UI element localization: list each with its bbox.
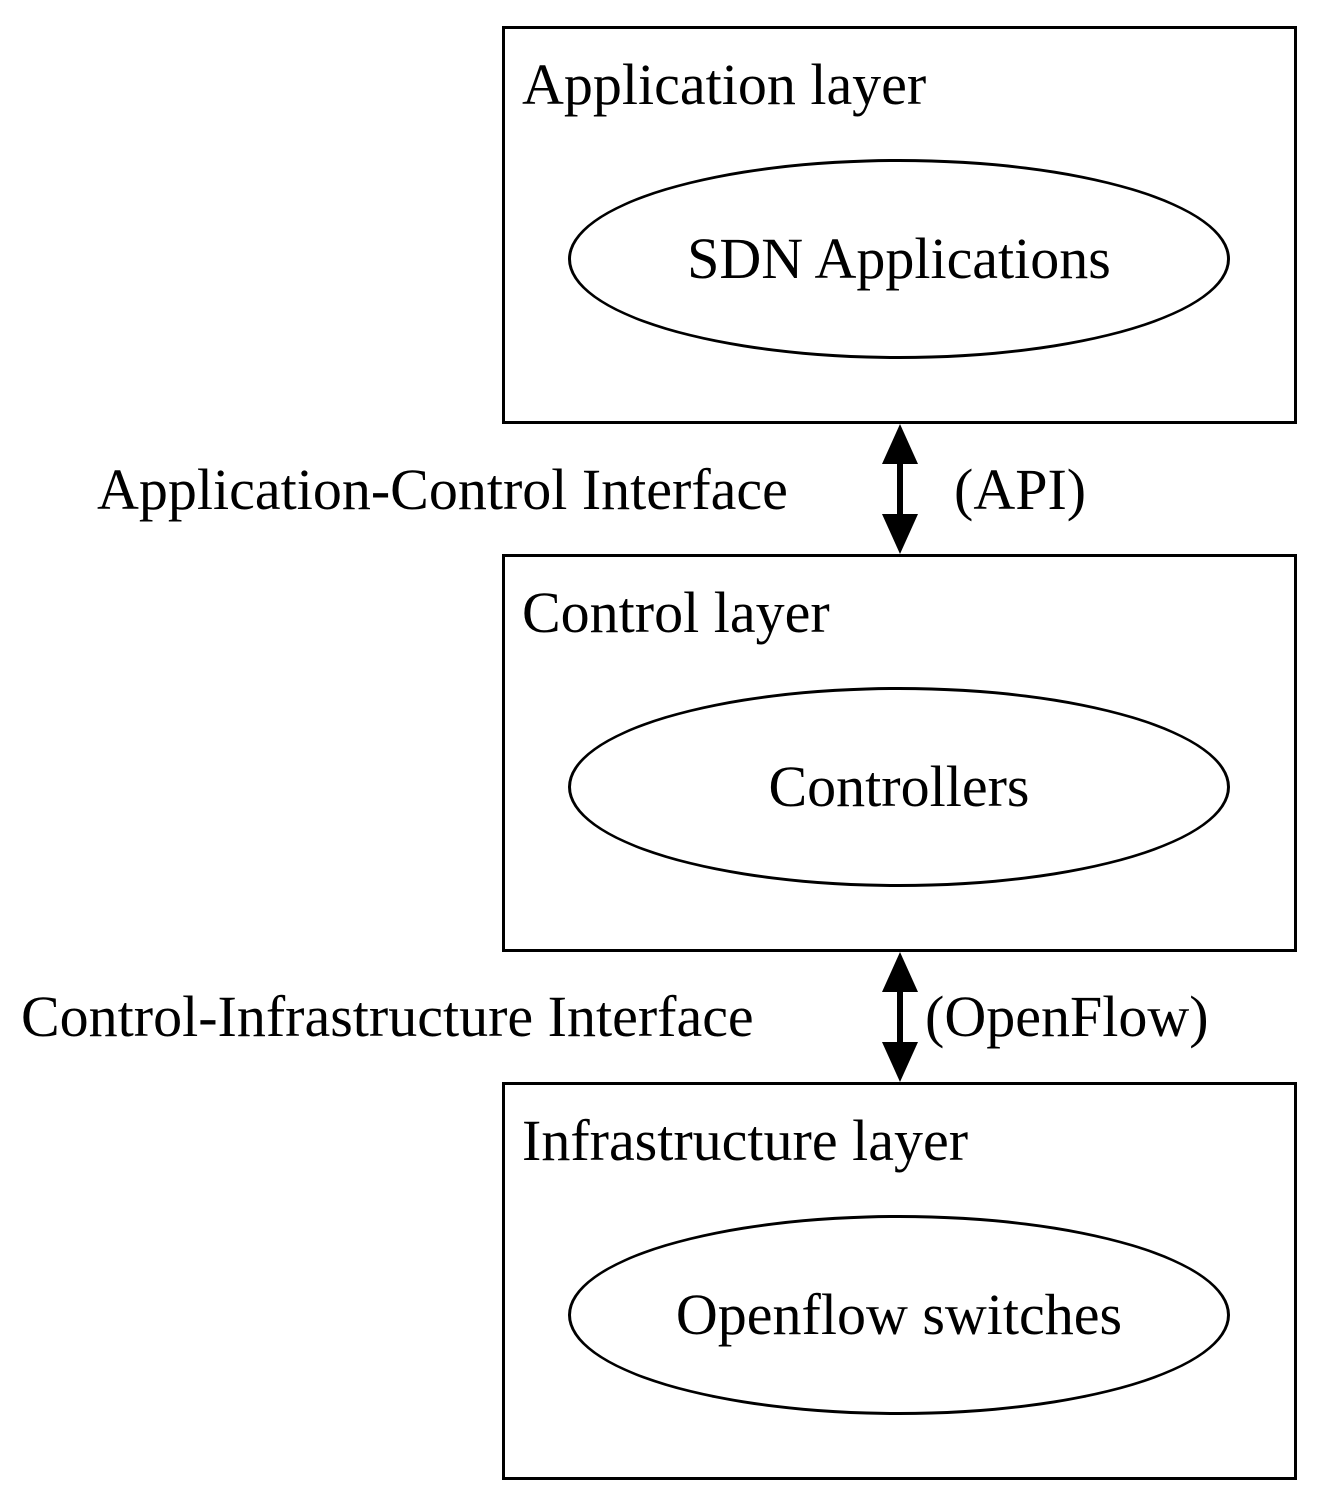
control-layer-box: Control layer Controllers	[502, 554, 1297, 952]
sdn-applications-label: SDN Applications	[687, 226, 1111, 291]
openflow-switches-ellipse: Openflow switches	[568, 1215, 1230, 1415]
application-layer-box: Application layer SDN Applications	[502, 26, 1297, 424]
arrow-shaft	[897, 462, 903, 516]
double-arrow-icon	[882, 424, 918, 554]
arrow-shaft	[897, 990, 903, 1044]
control-infrastructure-interface-label: Control-Infrastructure Interface	[21, 984, 754, 1049]
infrastructure-layer-box: Infrastructure layer Openflow switches	[502, 1082, 1297, 1480]
sdn-applications-ellipse: SDN Applications	[568, 159, 1230, 359]
arrow-head-up	[882, 952, 918, 992]
openflow-switches-label: Openflow switches	[675, 1282, 1123, 1347]
openflow-protocol-label: (OpenFlow)	[925, 984, 1209, 1049]
arrow-head-down	[882, 1042, 918, 1082]
controllers-label: Controllers	[768, 754, 1030, 819]
arrow-head-down	[882, 514, 918, 554]
infrastructure-layer-title: Infrastructure layer	[522, 1108, 969, 1173]
application-control-interface-label: Application-Control Interface	[97, 457, 788, 522]
controllers-ellipse: Controllers	[568, 687, 1230, 887]
double-arrow-icon	[882, 952, 918, 1082]
control-layer-title: Control layer	[522, 580, 830, 645]
arrow-head-up	[882, 424, 918, 464]
application-layer-title: Application layer	[522, 52, 927, 117]
api-protocol-label: (API)	[954, 457, 1087, 522]
